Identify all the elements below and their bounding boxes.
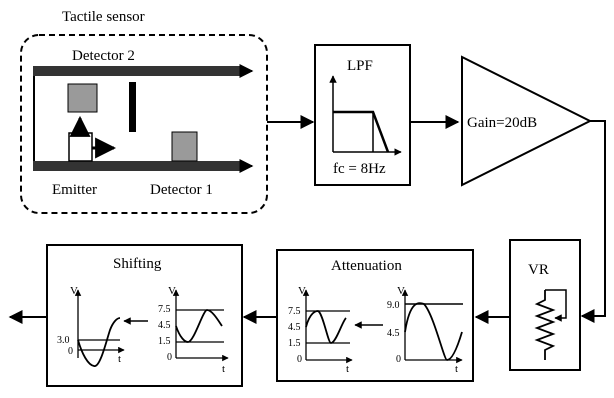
tactile-sensor: Tactile sensor Detector 2 Emitter Detect… xyxy=(20,9,268,214)
gain-label: Gain=20dB xyxy=(467,115,537,131)
attenuation-title: Attenuation xyxy=(331,258,402,274)
emitter-label: Emitter xyxy=(52,182,97,198)
attenuated-sine-wave xyxy=(305,310,347,344)
lpf-box xyxy=(314,44,411,186)
tick-label: 1.5 xyxy=(288,338,301,349)
axis-t-label: t xyxy=(455,363,458,375)
detector2-block xyxy=(67,83,98,113)
tick-label: 0 xyxy=(396,354,401,365)
gain-amplifier: Gain=20dB xyxy=(461,55,593,187)
vr-label: VR xyxy=(528,262,549,278)
potentiometer-wiper xyxy=(545,289,567,322)
tick-label: 7.5 xyxy=(288,306,301,317)
detector1-block xyxy=(171,131,198,162)
axis-v-label: V xyxy=(397,285,405,297)
lpf-title: LPF xyxy=(347,58,373,74)
axis-t-label: t xyxy=(346,363,349,375)
lpf-cutoff-label: fc = 8Hz xyxy=(333,161,386,177)
axis-t-label: t xyxy=(222,363,225,375)
tick-label: 0 xyxy=(297,354,302,365)
shifted-sine-wave xyxy=(77,317,121,367)
tick-label: 3.0 xyxy=(57,335,70,346)
slider-bar xyxy=(129,82,136,132)
attenuation-input-plot: V t 9.0 4.5 0 xyxy=(387,285,463,375)
shifting-title: Shifting xyxy=(113,256,162,272)
axis-v-label: V xyxy=(168,285,176,297)
vr-block: VR xyxy=(509,239,581,371)
potentiometer-resistor xyxy=(534,290,556,360)
arrow-gain-to-vr xyxy=(580,120,606,323)
attenuation-block: Attenuation V t 9.0 4.5 0 V t 7.5 4.5 1.… xyxy=(276,249,474,382)
input-sine-wave xyxy=(404,302,463,361)
tick-label: 9.0 xyxy=(387,300,400,311)
shifting-output-plot: V t 3.0 0 xyxy=(57,285,125,367)
shifting-box xyxy=(46,244,243,387)
emitter-block xyxy=(68,132,93,162)
tick-label: 4.5 xyxy=(158,320,171,331)
axis-v-label: V xyxy=(70,285,78,297)
tick-label: 0 xyxy=(68,346,73,357)
tick-label: 0 xyxy=(167,352,172,363)
sensor-dashed-border xyxy=(20,34,268,214)
bottom-rail xyxy=(33,161,241,171)
lpf-block: LPF fc = 8Hz xyxy=(314,44,411,186)
axis-t-label: t xyxy=(118,353,121,365)
shifting-input-plot: V t 7.5 4.5 1.5 0 xyxy=(158,285,229,375)
attenuation-box xyxy=(276,249,474,382)
tick-label: 4.5 xyxy=(387,328,400,339)
detector2-label: Detector 2 xyxy=(72,48,135,64)
sensor-title: Tactile sensor xyxy=(62,9,145,25)
axis-v-label: V xyxy=(298,285,306,297)
input-sine-wave xyxy=(175,309,223,343)
tick-label: 7.5 xyxy=(158,304,171,315)
attenuation-output-plot: V t 7.5 4.5 1.5 0 xyxy=(288,285,353,375)
shifting-block: Shifting V t 7.5 4.5 1.5 0 V t 3.0 0 xyxy=(46,244,243,387)
top-rail xyxy=(33,66,241,76)
tick-label: 1.5 xyxy=(158,336,171,347)
vr-box xyxy=(509,239,581,371)
gain-triangle xyxy=(461,55,593,187)
tick-label: 4.5 xyxy=(288,322,301,333)
detector1-label: Detector 1 xyxy=(150,182,213,198)
